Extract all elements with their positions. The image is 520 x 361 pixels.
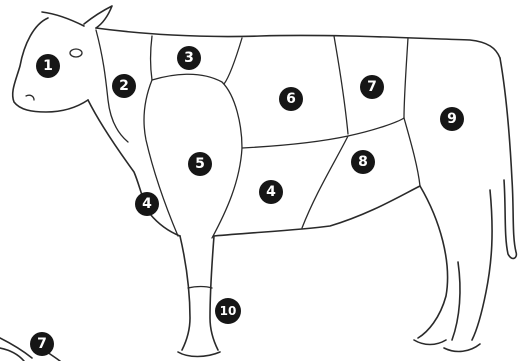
nostril xyxy=(26,95,34,100)
cut-marker-9: 9 xyxy=(440,107,464,131)
rib-line xyxy=(224,38,242,84)
svg-text:3: 3 xyxy=(184,50,194,66)
front-leg-front xyxy=(180,236,190,350)
cut-marker-7: 7 xyxy=(360,75,384,99)
mid-back-line xyxy=(404,38,408,118)
cut-markers: 1 2 3 4 4 5 6 7 xyxy=(30,46,464,356)
rear-leg-front xyxy=(418,186,448,338)
svg-text:1: 1 xyxy=(43,58,53,74)
throat xyxy=(88,100,180,236)
cut-marker-3: 3 xyxy=(177,46,201,70)
chuck-line xyxy=(151,36,153,80)
right-ear xyxy=(84,6,112,28)
svg-text:6: 6 xyxy=(286,91,296,107)
svg-text:2: 2 xyxy=(119,78,129,94)
rear-hoof-2 xyxy=(444,344,480,351)
front-leg-back xyxy=(210,236,218,350)
rear-hoof xyxy=(414,340,446,345)
svg-text:4: 4 xyxy=(266,184,276,200)
tail xyxy=(500,58,516,258)
cut-marker-5: 5 xyxy=(188,152,212,176)
front-hoof xyxy=(178,352,220,357)
cut-marker-7-partial: 7 xyxy=(30,332,54,356)
svg-text:10: 10 xyxy=(220,304,237,318)
eye xyxy=(70,49,82,57)
flank-line xyxy=(302,136,348,228)
back-line xyxy=(96,28,500,58)
cut-marker-8: 8 xyxy=(351,150,375,174)
cow-outline xyxy=(13,6,517,357)
svg-text:7: 7 xyxy=(37,336,47,352)
cut-marker-1: 1 xyxy=(36,54,60,78)
rear-leg-back xyxy=(472,190,492,340)
belly-top-line xyxy=(242,118,404,148)
left-ear xyxy=(42,12,84,26)
svg-text:7: 7 xyxy=(367,79,377,95)
svg-text:5: 5 xyxy=(195,156,205,172)
svg-text:4: 4 xyxy=(142,196,152,212)
svg-text:9: 9 xyxy=(447,111,457,127)
loin-line xyxy=(334,36,348,134)
cut-marker-4-belly: 4 xyxy=(259,180,283,204)
cut-marker-2: 2 xyxy=(112,74,136,98)
leg-cut xyxy=(188,287,212,289)
cut-marker-4-shank: 4 xyxy=(135,192,159,216)
svg-text:8: 8 xyxy=(358,154,368,170)
cut-marker-10: 10 xyxy=(215,298,241,324)
rear-cut xyxy=(404,118,420,186)
rear-leg-inner xyxy=(452,262,460,340)
cut-marker-6: 6 xyxy=(279,87,303,111)
